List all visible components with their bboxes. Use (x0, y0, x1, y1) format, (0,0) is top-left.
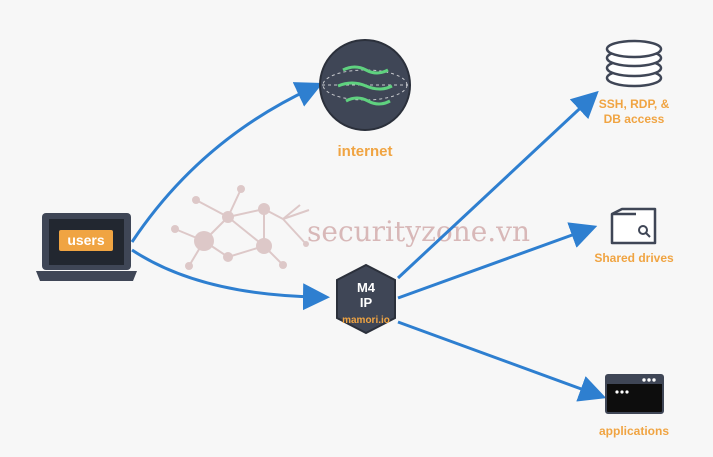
application-window-icon (605, 374, 664, 414)
connections (130, 82, 607, 402)
drives-label: Shared drives (594, 251, 674, 265)
gateway-line2: IP (360, 295, 373, 310)
gateway-hexagon-icon: M4 IP mamori.io (336, 263, 396, 335)
watermark-text: securityzone.vn (307, 215, 530, 248)
ssh-label-line1: SSH, RDP, & (599, 97, 670, 111)
gateway-line1: M4 (357, 280, 376, 295)
folder-search-icon (610, 207, 657, 245)
arrow-gateway-apps (397, 320, 607, 402)
arrow-users-gateway (131, 248, 330, 311)
laptop-icon: users (36, 213, 137, 281)
internet-label: internet (337, 143, 392, 160)
arrow-gateway-ssh (396, 90, 599, 280)
ssh-label-line2: DB access (604, 112, 665, 126)
globe-icon (319, 39, 411, 131)
users-label: users (67, 232, 105, 248)
apps-label: applications (599, 424, 669, 438)
database-icon (605, 39, 663, 88)
watermark-graph (171, 185, 310, 270)
arrow-gateway-drives (397, 222, 598, 300)
gateway-brand: mamori.io (342, 315, 390, 326)
users-badge (59, 230, 113, 251)
arrow-users-internet (130, 82, 323, 243)
